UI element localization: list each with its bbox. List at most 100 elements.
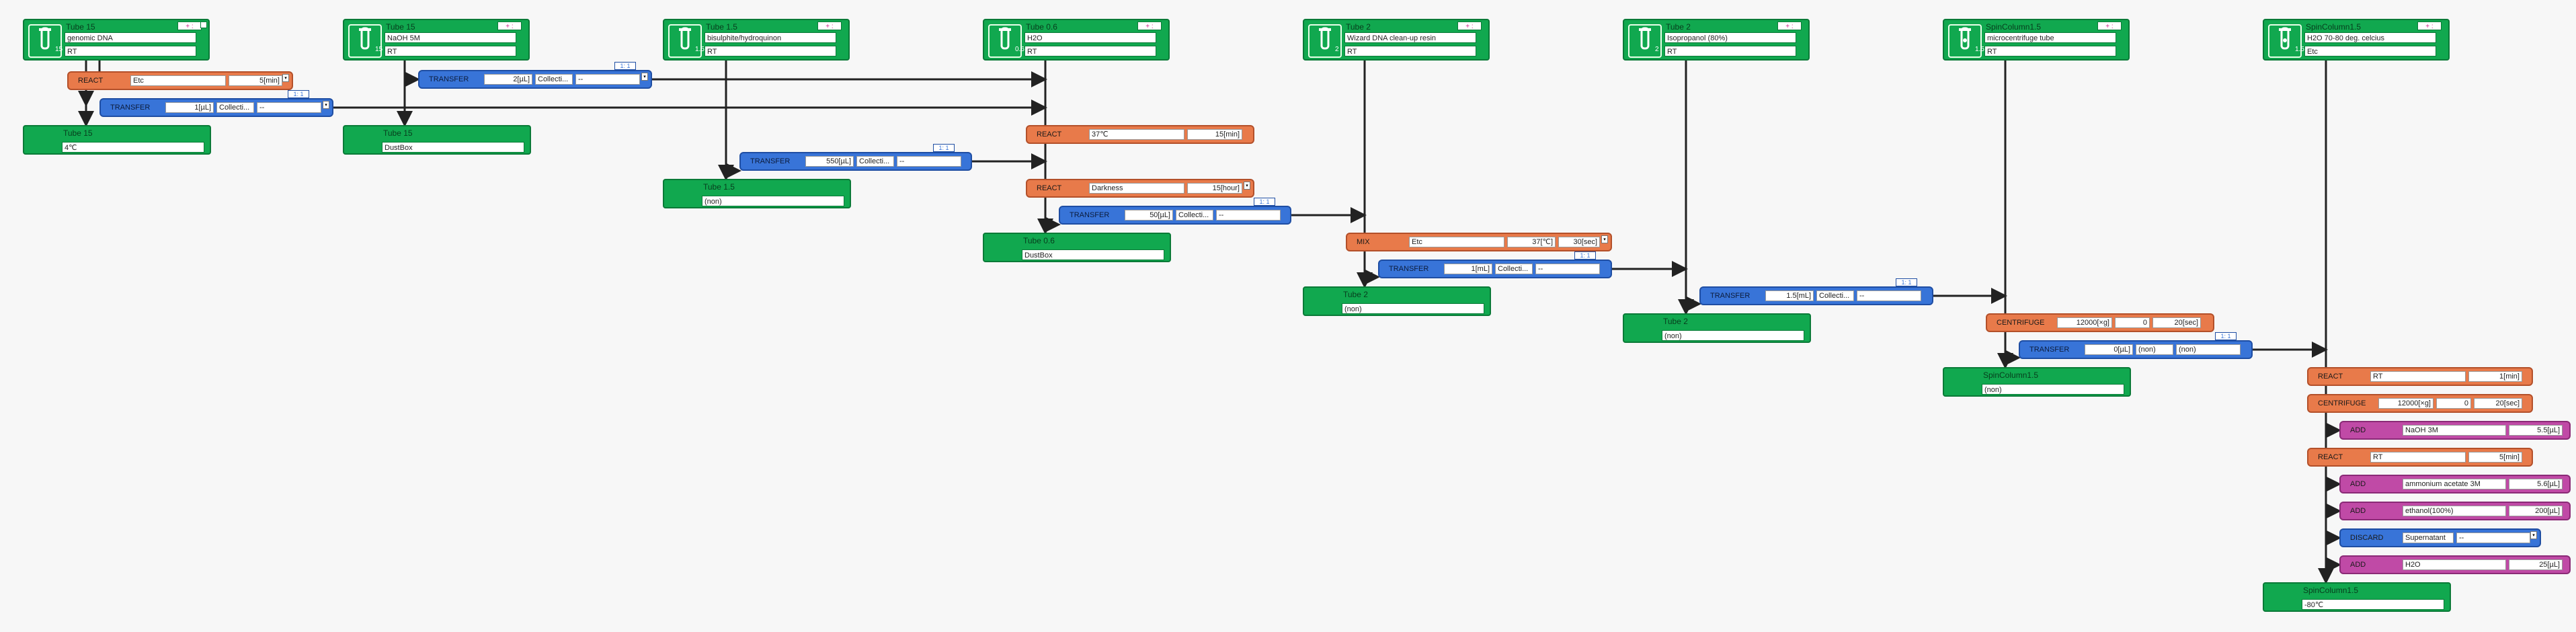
transfer-step[interactable]: 1: 1 TRANSFER 1.5[mL] Collecti... -- bbox=[1699, 278, 1933, 305]
step-options-dropdown[interactable]: ▾ bbox=[1244, 182, 1250, 190]
react-step[interactable]: REACT Darkness 15[hour] ▾ bbox=[1026, 179, 1254, 198]
target-field[interactable]: -- bbox=[1535, 264, 1600, 274]
output-storage-field[interactable]: 4℃ bbox=[62, 142, 204, 153]
volume-field[interactable]: 25[µL] bbox=[2509, 559, 2563, 570]
method-field[interactable]: Collecti... bbox=[1816, 290, 1854, 301]
target-field[interactable]: Supernatant bbox=[2403, 532, 2454, 543]
input-tube-node-3[interactable]: Tube 1.5 + : bisulphite/hydroquinon RT 1… bbox=[663, 19, 850, 61]
react-step[interactable]: REACT Etc 5[min] ▾ bbox=[67, 71, 293, 90]
react-step[interactable]: REACT RT 1[min] bbox=[2307, 367, 2533, 386]
tube-menu-control[interactable]: + : bbox=[497, 22, 522, 30]
speed-field[interactable]: 12000[×g] bbox=[2378, 398, 2433, 409]
tube-content-field[interactable]: H2O bbox=[1024, 32, 1156, 43]
tube-temperature-field[interactable]: RT bbox=[705, 46, 836, 56]
target-field[interactable]: -- bbox=[897, 156, 961, 167]
step-options-dropdown[interactable]: ▾ bbox=[641, 73, 648, 81]
ratio-tag[interactable]: 1: 1 bbox=[933, 144, 955, 152]
target-field[interactable]: -- bbox=[1857, 290, 1921, 301]
target-field[interactable]: -- bbox=[1216, 210, 1281, 221]
output-storage-field[interactable]: (non) bbox=[1342, 303, 1484, 314]
ratio-tag[interactable]: 1: 1 bbox=[1254, 198, 1275, 206]
tube-content-field[interactable]: genomic DNA bbox=[65, 32, 196, 43]
transfer-step[interactable]: 1: 1 TRANSFER 550[µL] Collecti... -- bbox=[739, 144, 972, 171]
ratio-tag[interactable]: 1: 1 bbox=[288, 90, 309, 98]
output-storage-field[interactable]: (non) bbox=[1662, 330, 1804, 341]
ratio-tag[interactable]: 1: 1 bbox=[1896, 278, 1917, 286]
temperature-field[interactable]: 0 bbox=[2436, 398, 2471, 409]
volume-field[interactable]: 1.5[mL] bbox=[1765, 290, 1814, 301]
react-step[interactable]: REACT RT 5[min] bbox=[2307, 448, 2533, 467]
volume-field[interactable]: 1[mL] bbox=[1444, 264, 1492, 274]
input-tube-node-6[interactable]: Tube 2 + : Isopropanol (80%) RT 2 bbox=[1623, 19, 1810, 61]
duration-field[interactable]: 20[sec] bbox=[2474, 398, 2522, 409]
method-field[interactable]: Collecti... bbox=[216, 102, 254, 113]
condition-field[interactable]: RT bbox=[2370, 452, 2466, 463]
duration-field[interactable]: 5[min] bbox=[2468, 452, 2522, 463]
tube-menu-control[interactable]: + : bbox=[1457, 22, 1482, 30]
output-storage-field[interactable]: (non) bbox=[1982, 384, 2124, 395]
output-tube-node-7[interactable]: SpinColumn1.5 (non) bbox=[1943, 367, 2131, 397]
transfer-step[interactable]: 1: 1 TRANSFER 2[µL] Collecti... -- ▾ bbox=[418, 62, 652, 89]
volume-field[interactable]: 200[µL] bbox=[2509, 506, 2563, 516]
mix-step[interactable]: MIX Etc 37[℃] 30[sec] ▾ bbox=[1346, 233, 1612, 251]
volume-field[interactable]: 5.6[µL] bbox=[2509, 479, 2563, 489]
tube-menu-control[interactable]: + : bbox=[2417, 22, 2442, 30]
output-storage-field[interactable]: DustBox bbox=[382, 142, 524, 153]
volume-field[interactable]: 5.5[µL] bbox=[2509, 425, 2563, 436]
output-tube-node-6[interactable]: Tube 2 (non) bbox=[1623, 313, 1811, 343]
volume-field[interactable]: 0[µL] bbox=[2085, 344, 2133, 355]
ratio-tag[interactable]: 1: 1 bbox=[614, 62, 636, 70]
output-tube-node-4[interactable]: Tube 0.6 DustBox bbox=[983, 233, 1171, 262]
tube-menu-control[interactable]: + : bbox=[1777, 22, 1802, 30]
centrifuge-step[interactable]: CENTRIFUGE 12000[×g] 0 20[sec] bbox=[2307, 394, 2533, 413]
method-field[interactable]: Collecti... bbox=[1495, 264, 1533, 274]
ratio-tag[interactable]: 1: 1 bbox=[1574, 251, 1596, 260]
duration-field[interactable]: 30[sec] bbox=[1558, 237, 1600, 247]
output-storage-field[interactable]: DustBox bbox=[1022, 249, 1164, 260]
output-storage-field[interactable]: (non) bbox=[702, 196, 844, 206]
transfer-step[interactable]: 1: 1 TRANSFER 0[µL] (non) (non) bbox=[2019, 332, 2253, 359]
input-tube-node-2[interactable]: Tube 15 + : NaOH 5M RT 15 bbox=[343, 19, 530, 61]
ratio-tag[interactable]: 1: 1 bbox=[2215, 332, 2237, 340]
transfer-step[interactable]: 1: 1 TRANSFER 1[µL] Collecti... -- ▾ bbox=[99, 90, 333, 117]
reagent-field[interactable]: H2O bbox=[2403, 559, 2506, 570]
temperature-field[interactable]: 0 bbox=[2115, 317, 2150, 328]
output-tube-node-2[interactable]: Tube 15 DustBox bbox=[343, 125, 531, 155]
tube-menu-control[interactable]: + : bbox=[2097, 22, 2122, 30]
tube-temperature-field[interactable]: Etc bbox=[2304, 46, 2436, 56]
input-tube-node-4[interactable]: Tube 0.6 + : H2O RT 0.6 bbox=[983, 19, 1170, 61]
method-field[interactable]: Collecti... bbox=[856, 156, 894, 167]
step-options-dropdown[interactable]: ▾ bbox=[2530, 531, 2537, 539]
transfer-step[interactable]: 1: 1 TRANSFER 50[µL] Collecti... -- bbox=[1059, 198, 1291, 225]
method-field[interactable]: Collecti... bbox=[1176, 210, 1213, 221]
reagent-field[interactable]: ethanol(100%) bbox=[2403, 506, 2506, 516]
step-options-dropdown[interactable]: ▾ bbox=[1601, 235, 1608, 243]
input-tube-node-8[interactable]: SpinColumn1.5 + : H2O 70-80 deg. celcius… bbox=[2263, 19, 2450, 61]
volume-field[interactable]: 1[µL] bbox=[165, 102, 214, 113]
reagent-field[interactable]: NaOH 3M bbox=[2403, 425, 2506, 436]
tube-menu-control[interactable]: + : bbox=[177, 22, 202, 30]
tube-content-field[interactable]: microcentrifuge tube bbox=[1984, 32, 2116, 43]
target-field[interactable]: (non) bbox=[2176, 344, 2241, 355]
add-step[interactable]: ADD NaOH 3M 5.5[µL] bbox=[2339, 421, 2571, 440]
duration-field[interactable]: 1[min] bbox=[2468, 371, 2522, 382]
react-step[interactable]: REACT 37℃ 15[min] bbox=[1026, 125, 1254, 144]
transfer-step[interactable]: 1: 1 TRANSFER 1[mL] Collecti... -- bbox=[1378, 251, 1612, 278]
temperature-field[interactable]: 37[℃] bbox=[1507, 237, 1556, 247]
input-tube-node-5[interactable]: Tube 2 + : Wizard DNA clean-up resin RT … bbox=[1303, 19, 1490, 61]
tube-temperature-field[interactable]: RT bbox=[1984, 46, 2116, 56]
tube-content-field[interactable]: Wizard DNA clean-up resin bbox=[1344, 32, 1476, 43]
step-options-dropdown[interactable]: ▾ bbox=[323, 101, 329, 109]
volume-field[interactable]: 550[µL] bbox=[805, 156, 854, 167]
duration-field[interactable]: 20[sec] bbox=[2152, 317, 2201, 328]
tube-menu-control[interactable]: + : bbox=[817, 22, 842, 30]
add-step[interactable]: ADD ethanol(100%) 200[µL] bbox=[2339, 502, 2571, 520]
tube-menu-control[interactable]: + : bbox=[1137, 22, 1162, 30]
input-tube-node-1[interactable]: Tube 15 + : genomic DNA RT 15 bbox=[23, 19, 210, 61]
reagent-field[interactable]: ammonium acetate 3M bbox=[2403, 479, 2506, 489]
output-storage-field[interactable]: -80℃ bbox=[2302, 599, 2444, 610]
condition-field[interactable]: RT bbox=[2370, 371, 2466, 382]
tube-temperature-field[interactable]: RT bbox=[1344, 46, 1476, 56]
tube-content-field[interactable]: bisulphite/hydroquinon bbox=[705, 32, 836, 43]
duration-field[interactable]: 15[hour] bbox=[1187, 183, 1242, 194]
